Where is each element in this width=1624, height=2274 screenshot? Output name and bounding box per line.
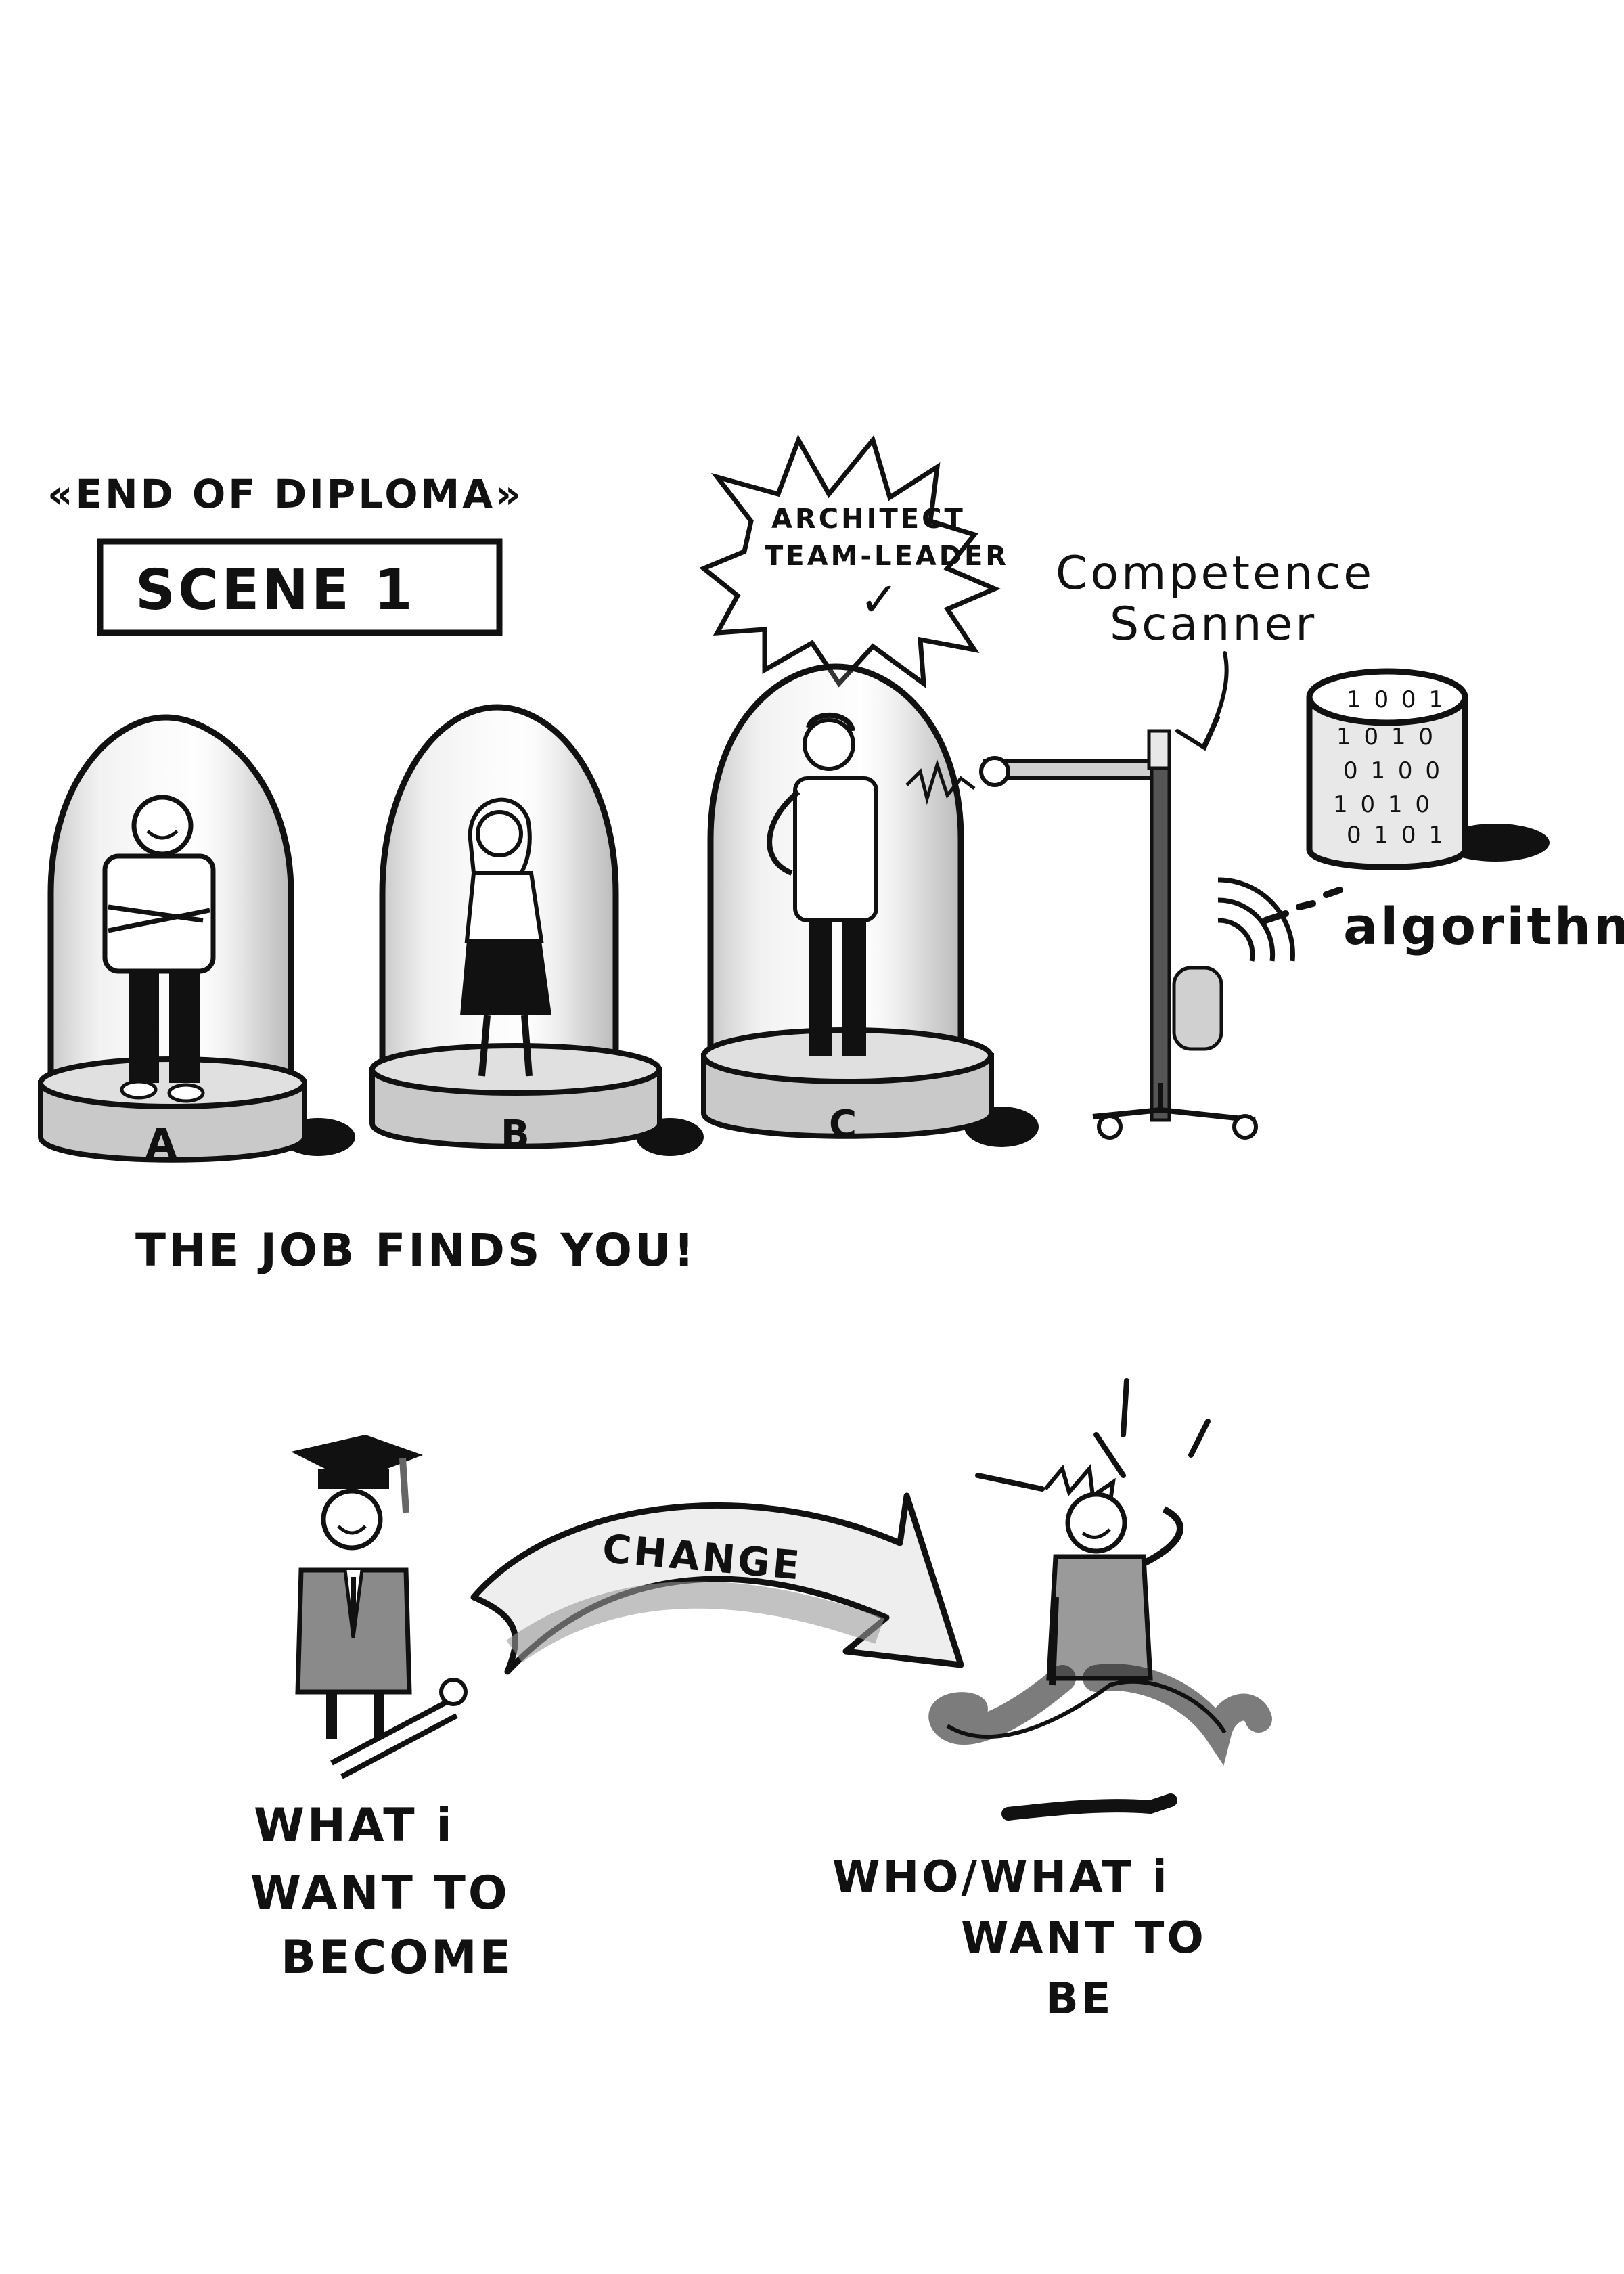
scene-label: SCENE 1 [135,558,415,623]
graduate-figure [291,1435,468,1779]
algorithm-digits-3: 0 1 0 0 [1343,757,1443,784]
algorithm-digits-4: 1 0 1 0 [1333,791,1433,818]
dome-a-letter: A [145,1120,179,1167]
tagline: THE JOB FINDS YOU! [135,1224,697,1276]
scene-box [97,538,503,636]
burst-line-team-leader: TEAM-LEADER [765,541,1009,572]
scanner-pointer-arrow [1175,651,1229,751]
dome-c-letter: C [829,1102,859,1146]
burst-check-mark: ✓ [859,572,902,627]
competence-label: Competence [1056,547,1374,600]
algorithm-cylinder [1262,668,1550,924]
scanner-label: Scanner [1110,598,1317,651]
dome-c [701,663,1039,1147]
algorithm-digits-5: 0 1 0 1 [1347,822,1446,849]
highlight-burst [699,434,1001,689]
right-caption-line1: WHO/WHAT i [832,1852,1170,1902]
change-arrow [470,1492,964,1675]
left-caption-line1: WHAT i [254,1799,455,1852]
left-caption-line2: WANT TO [250,1867,510,1920]
competence-scanner-machine [905,729,1295,1140]
algorithm-digits-1: 1 0 0 1 [1347,686,1446,713]
right-caption-line2: WANT TO [961,1913,1206,1963]
burst-line-architect: ARCHITECT [771,504,966,535]
algorithm-digits-2: 1 0 1 0 [1336,723,1436,751]
left-caption-line3: BECOME [281,1931,514,1984]
dome-a [38,714,355,1163]
dome-b-letter: B [501,1113,533,1157]
runner-figure [928,1378,1272,1821]
end-of-diploma-heading: «END OF DIPLOMA» [47,471,524,517]
dome-b [369,704,704,1156]
right-caption-line3: BE [1045,1974,1114,2024]
algorithm-label: algorithm [1343,896,1624,956]
